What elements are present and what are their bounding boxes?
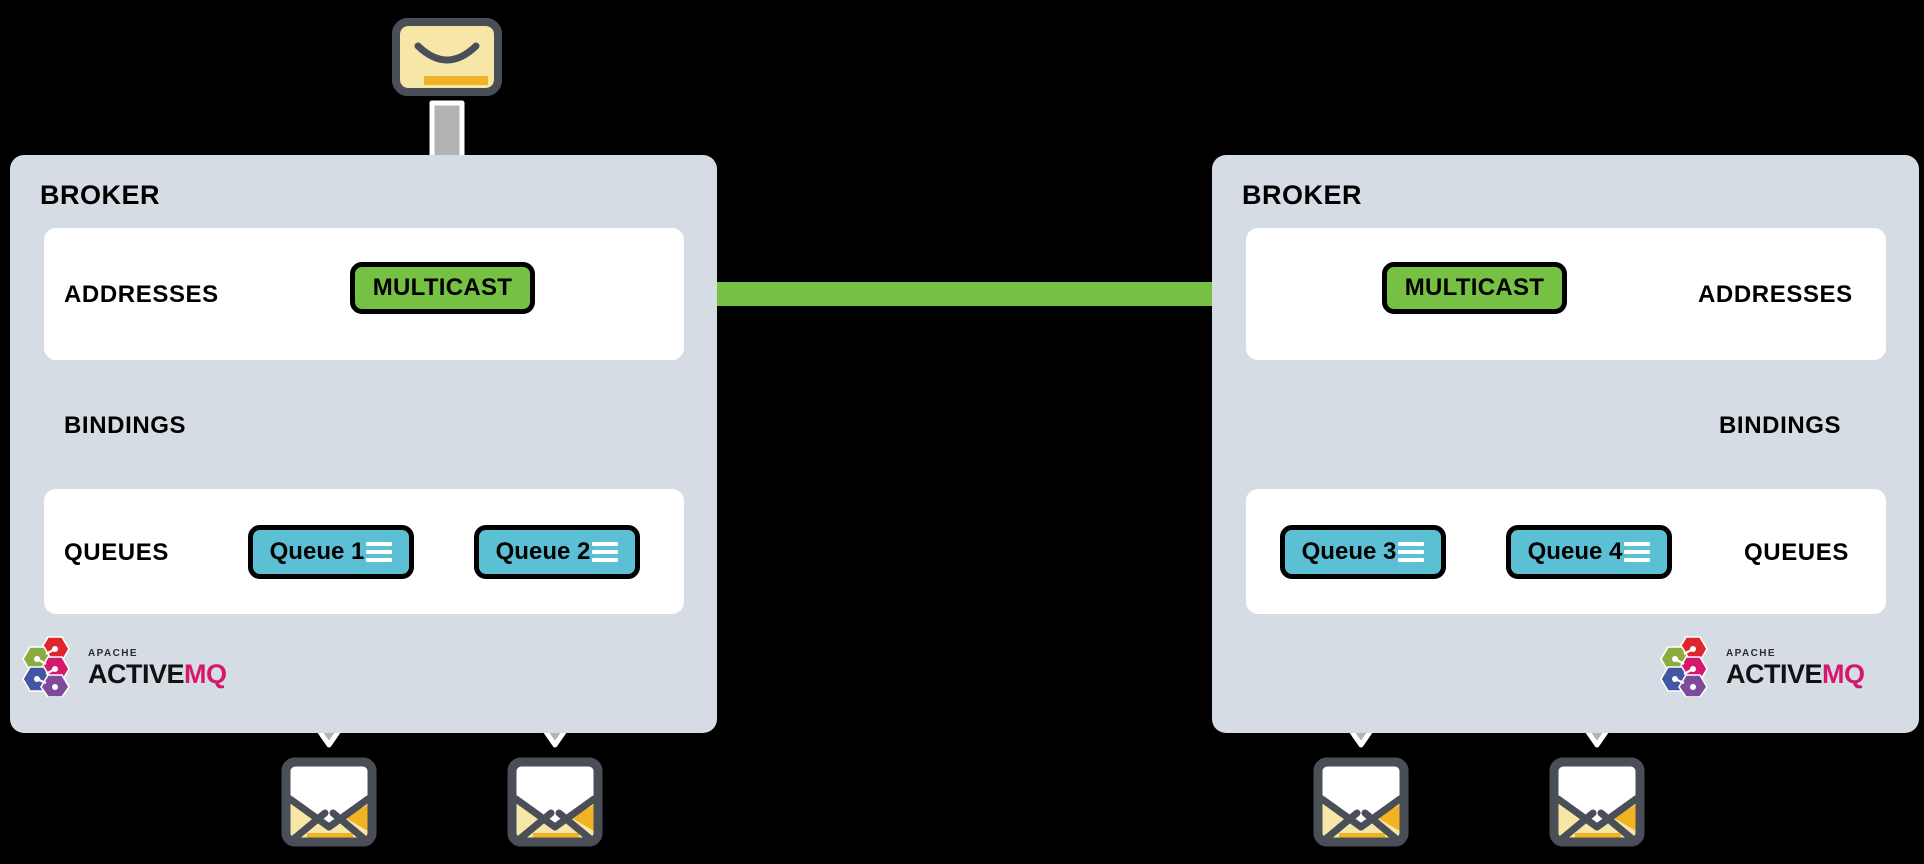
queue-list-icon <box>592 542 619 562</box>
envelope-flap <box>1558 799 1636 842</box>
envelope-accent-bar <box>533 833 579 840</box>
envelope-flap <box>1322 799 1400 842</box>
envelope-flap-accent <box>1376 805 1400 831</box>
address-multicast-label-right: MULTICAST <box>1404 274 1545 301</box>
envelope-flap-curve <box>414 42 480 64</box>
envelope-accent-bar <box>1339 833 1385 840</box>
consumer-envelope-4 <box>1549 757 1645 847</box>
envelope-flap-accent <box>570 805 594 831</box>
envelope-flap <box>516 799 594 842</box>
activemq-apache-text: APACHE <box>1726 648 1776 659</box>
activemq-logo-left: APACHE ACTIVEMQ <box>22 635 227 702</box>
queues-label-right: QUEUES <box>1744 539 1849 566</box>
activemq-apache-text: APACHE <box>88 648 138 659</box>
activemq-name: ACTIVEMQ <box>1726 661 1865 688</box>
consumer-envelope-3 <box>1313 757 1409 847</box>
envelope-accent-bar <box>424 76 488 85</box>
queue-list-icon <box>366 542 393 562</box>
activemq-wordmark: APACHE ACTIVEMQ <box>1726 649 1865 688</box>
queue-label-queue-4: Queue 4 <box>1527 538 1623 565</box>
activemq-active-text: ACTIVE <box>88 659 185 689</box>
bindings-label-left: BINDINGS <box>64 412 187 439</box>
address-multicast-label-left: MULTICAST <box>372 274 513 301</box>
queue-label-queue-3: Queue 3 <box>1301 538 1397 565</box>
addresses-label-right: ADDRESSES <box>1698 281 1853 308</box>
envelope-flap-accent <box>344 805 368 831</box>
producer-envelope <box>392 18 502 96</box>
activemq-hex-mark <box>1660 635 1718 702</box>
queue-node-queue-4[interactable]: Queue 4 <box>1506 525 1672 579</box>
activemq-name: ACTIVEMQ <box>88 661 227 688</box>
address-multicast-right[interactable]: MULTICAST <box>1382 262 1567 314</box>
envelope-accent-bar <box>307 833 353 840</box>
queue-list-icon <box>1624 542 1651 562</box>
bindings-label-right: BINDINGS <box>1719 412 1842 439</box>
envelope-accent-bar <box>1575 833 1621 840</box>
queue-label-queue-2: Queue 2 <box>495 538 591 565</box>
activemq-hex-mark <box>22 635 80 702</box>
activemq-wordmark: APACHE ACTIVEMQ <box>88 649 227 688</box>
activemq-mq-text: MQ <box>184 659 227 689</box>
queue-list-icon <box>1398 542 1425 562</box>
activemq-active-text: ACTIVE <box>1726 659 1823 689</box>
broker-title-right: BROKER <box>1242 180 1363 210</box>
queue-label-queue-1: Queue 1 <box>269 538 365 565</box>
queue-node-queue-3[interactable]: Queue 3 <box>1280 525 1446 579</box>
broker-title-left: BROKER <box>40 180 161 210</box>
queue-node-queue-2[interactable]: Queue 2 <box>474 525 640 579</box>
queue-node-queue-1[interactable]: Queue 1 <box>248 525 414 579</box>
addresses-label-left: ADDRESSES <box>64 281 219 308</box>
consumer-envelope-1 <box>281 757 377 847</box>
envelope-flap <box>290 799 368 842</box>
activemq-mq-text: MQ <box>1822 659 1865 689</box>
activemq-logo-right: APACHE ACTIVEMQ <box>1660 635 1865 702</box>
consumer-envelope-2 <box>507 757 603 847</box>
envelope-flap-accent <box>1612 805 1636 831</box>
queues-label-left: QUEUES <box>64 539 169 566</box>
address-multicast-left[interactable]: MULTICAST <box>350 262 535 314</box>
